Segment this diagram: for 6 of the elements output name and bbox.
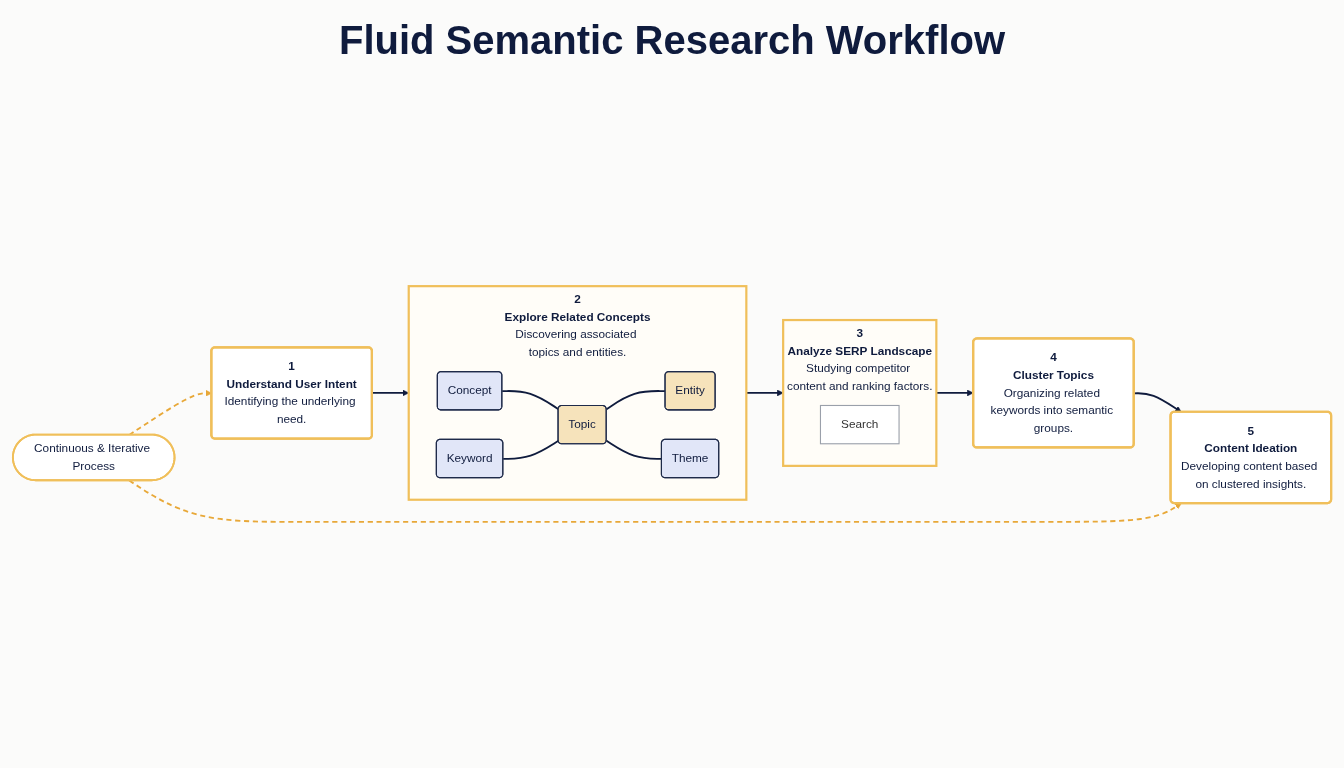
title: Fluid Semantic Research Workflow xyxy=(338,18,1006,63)
arrow xyxy=(128,389,212,436)
arrow xyxy=(128,479,1182,523)
connector xyxy=(502,439,560,460)
connector xyxy=(501,390,560,411)
node-box: Search xyxy=(819,404,900,445)
